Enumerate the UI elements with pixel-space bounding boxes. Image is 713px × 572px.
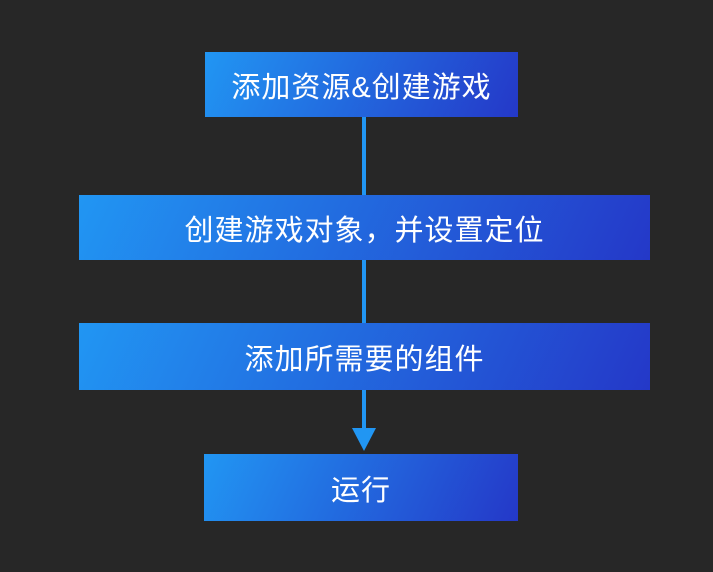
flow-step-create-game-object: 创建游戏对象，并设置定位 [79,195,650,260]
flow-step-run: 运行 [204,454,518,521]
arrow-down-icon [352,428,376,451]
flow-step-label: 运行 [330,474,391,507]
flow-step-label: 添加所需要的组件 [244,343,485,376]
flow-step-label: 添加资源&创建游戏 [231,71,492,104]
connector-step2-step3 [362,260,366,323]
connector-step1-step2 [362,117,366,195]
flow-step-add-resources: 添加资源&创建游戏 [205,52,518,117]
flow-step-label: 创建游戏对象，并设置定位 [184,214,545,247]
flow-step-add-components: 添加所需要的组件 [79,323,650,390]
connector-step3-step4 [362,390,366,429]
